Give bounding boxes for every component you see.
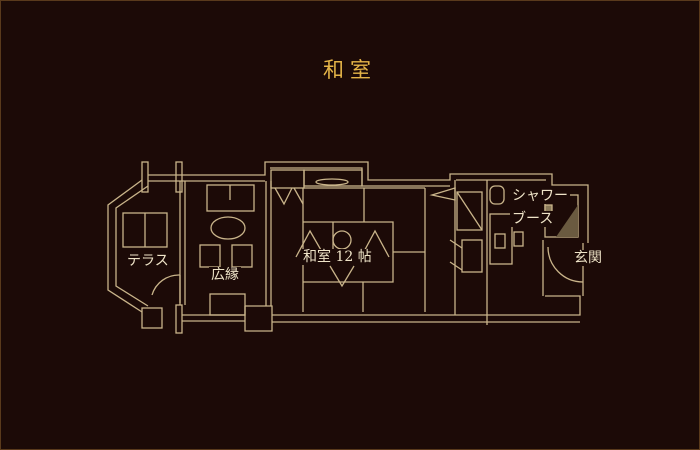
pillar — [141, 307, 163, 329]
plan-title: 和室 — [323, 58, 377, 82]
outer-wall — [182, 295, 581, 332]
room-label-shower-booth: ブース — [510, 211, 556, 227]
room-label-engawa: 広縁 — [209, 267, 241, 283]
room-label-washitsu: 和室 12 帖 — [301, 249, 374, 265]
shelf — [461, 239, 483, 273]
pillar — [141, 161, 149, 193]
room-label-entrance: 玄関 — [572, 250, 604, 266]
cabinet — [209, 293, 246, 316]
terrace-outline — [107, 179, 149, 313]
tokonoma — [303, 169, 363, 187]
table — [210, 216, 246, 240]
chair — [231, 244, 253, 268]
closet — [270, 169, 305, 189]
outer-wall — [148, 161, 589, 243]
chair — [199, 244, 221, 268]
room-label-shower: シャワー — [510, 188, 570, 204]
pillar — [175, 161, 183, 193]
entrance-door — [547, 246, 584, 283]
partition-wall — [179, 180, 584, 325]
room-label-terrace: テラス — [125, 253, 171, 269]
pillar — [175, 304, 183, 334]
closet-right — [456, 191, 483, 231]
toilet — [489, 185, 505, 205]
terrace-door — [151, 274, 181, 303]
vanity — [489, 213, 513, 265]
zabuton — [332, 230, 352, 250]
